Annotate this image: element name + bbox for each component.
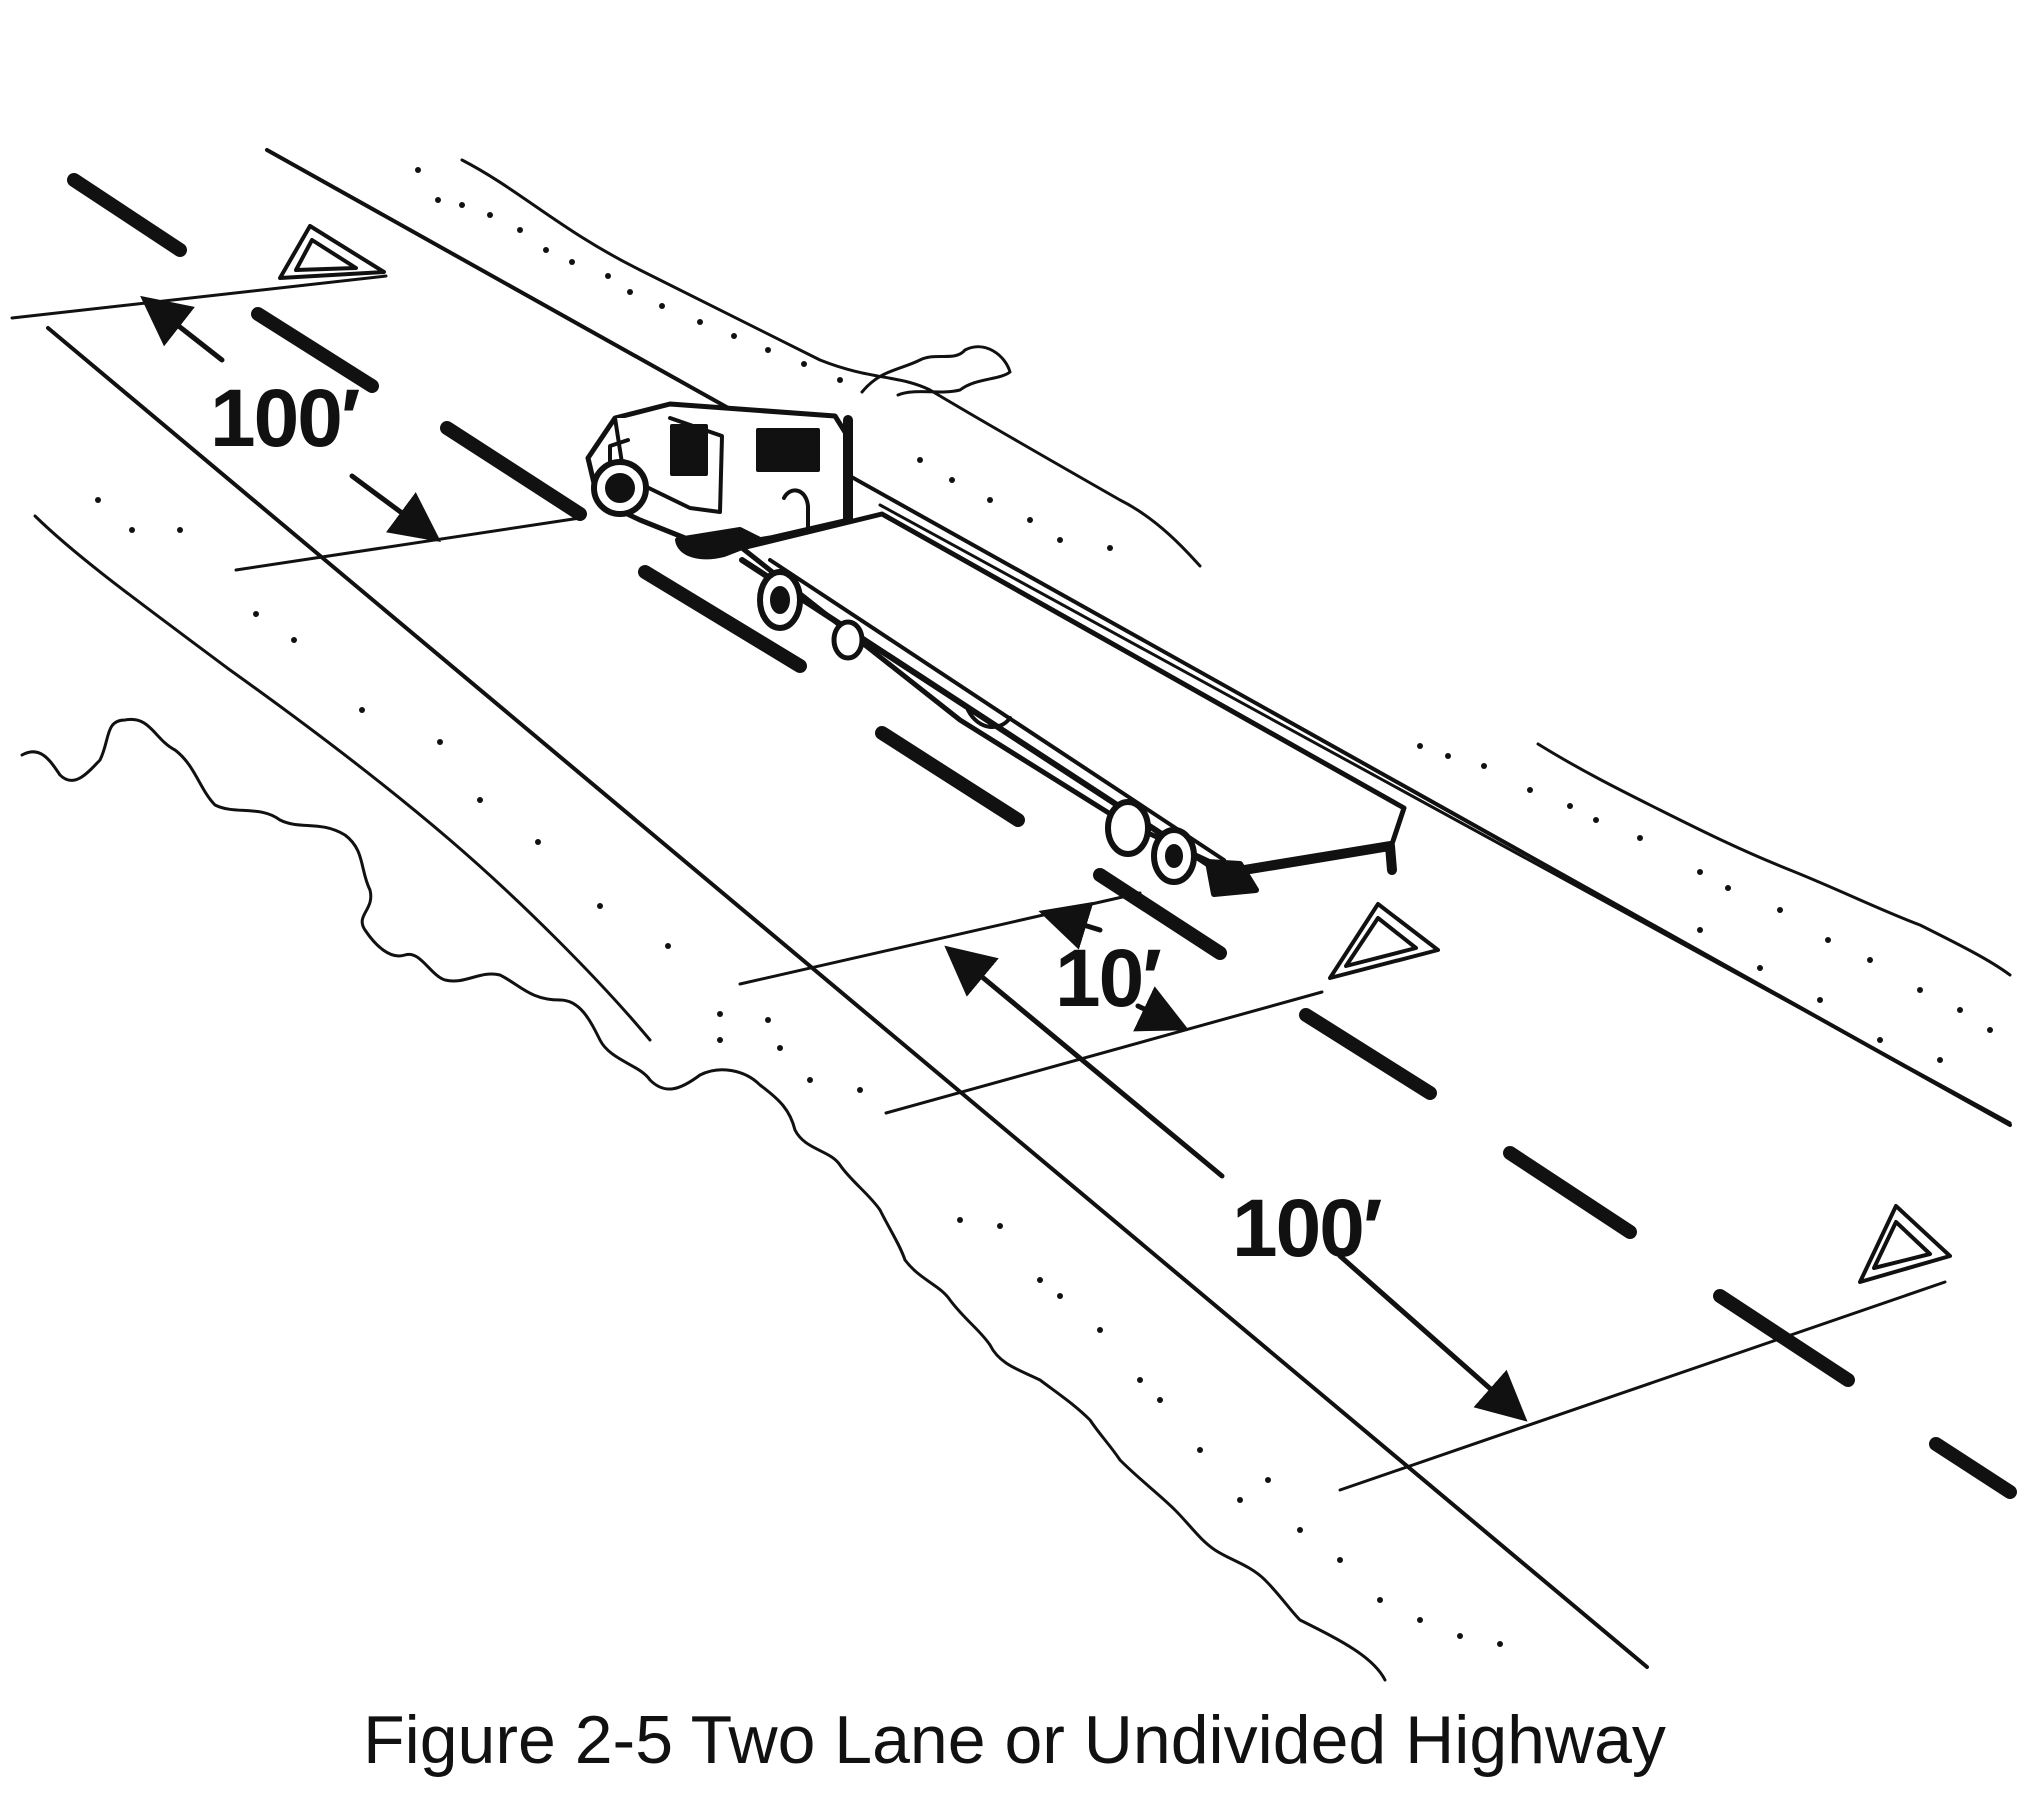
- far-shoulder-line: [878, 503, 2012, 1125]
- vegetation-outline: [20, 717, 1387, 1682]
- truck-tractor: [585, 401, 853, 560]
- near-roadside-outline: [33, 514, 652, 1042]
- forward-distance-label: 100′: [1232, 1183, 1382, 1274]
- near-distance-label: 10′: [1055, 933, 1161, 1024]
- far-terrain-outline: [460, 158, 1202, 568]
- dimension-arrows: [140, 295, 1528, 1422]
- warning-triangle-rear: [278, 224, 386, 280]
- truck-trailer: [739, 511, 1407, 897]
- far-bush-outline: [860, 345, 1012, 397]
- roadside-texture-dots: [95, 167, 1993, 1647]
- far-terrain-right: [1536, 742, 2012, 977]
- warning-triangle-near: [1328, 902, 1440, 980]
- near-road-edge: [46, 326, 1649, 1669]
- rear-distance-label: 100′: [210, 373, 360, 464]
- warning-triangle-forward: [1858, 1204, 1952, 1284]
- figure-caption: Figure 2-5 Two Lane or Undivided Highway: [363, 1702, 1666, 1778]
- center-line-dashes: [67, 173, 2017, 1499]
